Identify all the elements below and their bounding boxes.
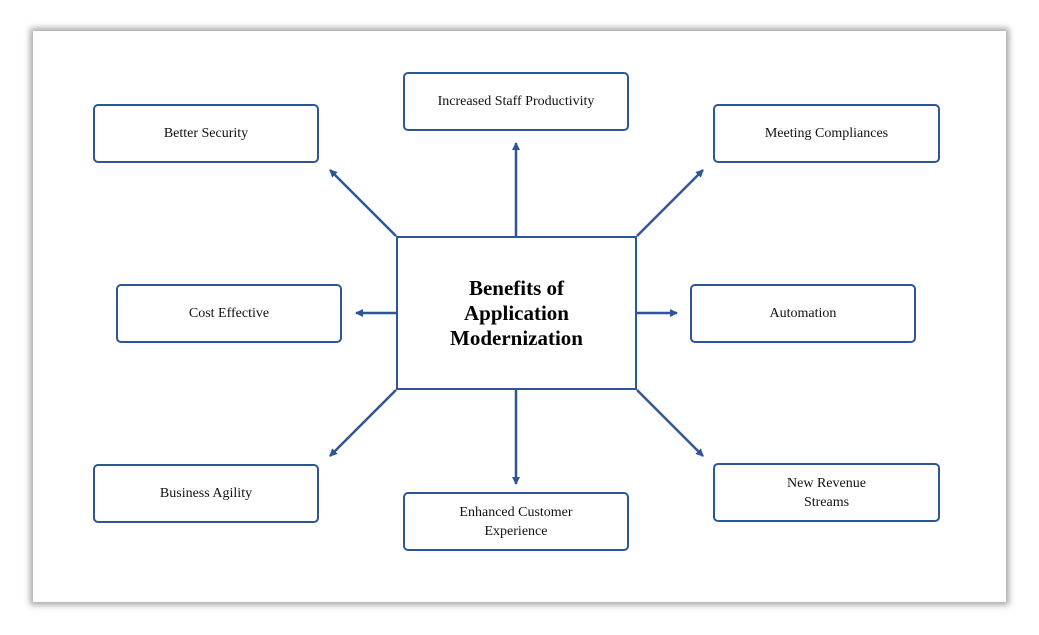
center-node: Benefits of Application Modernization <box>396 236 637 390</box>
node-new-revenue-streams: New Revenue Streams <box>713 463 940 522</box>
node-enhanced-customer-experience: Enhanced Customer Experience <box>403 492 629 551</box>
node-cost-effective: Cost Effective <box>116 284 342 343</box>
node-better-security: Better Security <box>93 104 319 163</box>
node-increased-staff-productivity: Increased Staff Productivity <box>403 72 629 131</box>
node-meeting-compliances: Meeting Compliances <box>713 104 940 163</box>
node-business-agility: Business Agility <box>93 464 319 523</box>
node-automation: Automation <box>690 284 916 343</box>
